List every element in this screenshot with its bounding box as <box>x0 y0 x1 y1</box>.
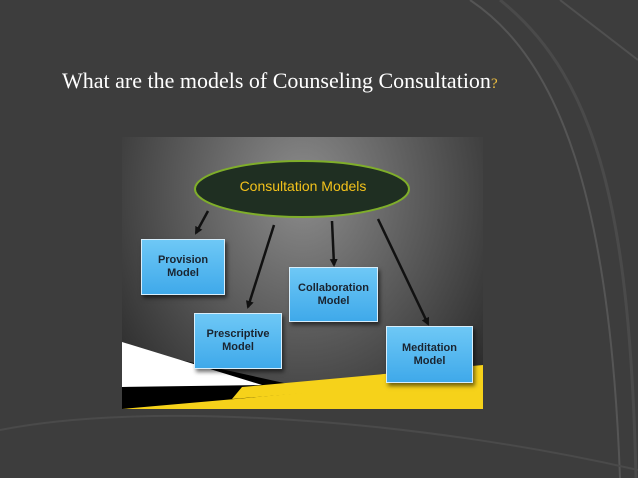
arrow-to-collaboration <box>329 220 338 267</box>
arrow-to-prescriptive <box>246 224 276 309</box>
node-line2: Model <box>413 354 446 367</box>
arrow-to-meditation <box>376 218 430 326</box>
node-line2: Model <box>222 341 254 353</box>
slide-title: What are the models of Counseling Consul… <box>62 68 498 94</box>
node-line2: Model <box>167 267 199 279</box>
node-line1: Collaboration <box>298 281 369 294</box>
node-line2: Model <box>317 294 350 307</box>
node-line1: Meditation <box>402 341 457 354</box>
title-question-mark: ? <box>490 76 498 92</box>
title-text: What are the models of Counseling Consul… <box>62 68 491 93</box>
node-line1: Provision <box>157 254 209 266</box>
root-label: Consultation Models <box>239 178 367 194</box>
node-line1: Prescriptive <box>206 328 270 340</box>
arrow-to-provision <box>194 210 210 235</box>
bottom-white-stripe <box>122 342 262 387</box>
root-oval <box>194 160 410 218</box>
